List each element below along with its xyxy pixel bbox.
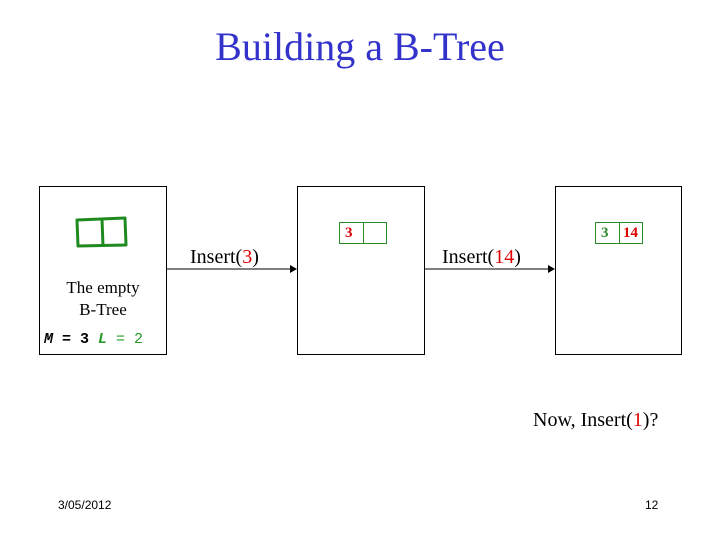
panel-empty-btree: The empty B-Tree M = 3 L = 2: [39, 186, 167, 355]
tree-parameters: M = 3 L = 2: [44, 331, 143, 348]
empty-btree-label: The empty B-Tree: [40, 277, 166, 321]
op-suffix: ): [252, 246, 259, 268]
op-suffix: ): [514, 246, 521, 268]
next-question: Now, Insert(1)?: [533, 408, 658, 432]
panel-after-insert-14: 3 14: [555, 186, 682, 355]
panel-after-insert-3: 3: [297, 186, 425, 355]
question-arg: 1: [632, 409, 643, 431]
param-l-value: = 2: [107, 331, 144, 348]
arrow-right-icon: [424, 265, 555, 273]
op-prefix: Insert(: [190, 246, 243, 268]
leaf-node: 3: [339, 222, 387, 244]
key-cell: 3: [601, 225, 609, 241]
question-prefix: Now, Insert(: [533, 409, 633, 431]
op-arg: 14: [494, 246, 515, 268]
slide-title: Building a B-Tree: [215, 24, 505, 69]
arrow-right-icon: [166, 265, 297, 273]
page-number: 12: [645, 498, 659, 512]
param-m-value: = 3: [53, 331, 99, 348]
param-l-name: L: [98, 331, 108, 348]
empty-btree-label-line1: The empty: [66, 278, 140, 297]
key-cell-empty: [363, 223, 386, 243]
op-prefix: Insert(: [442, 246, 495, 268]
insert-14-label: Insert(14): [442, 245, 521, 269]
footer-date: 3/05/2012: [58, 498, 112, 512]
key-cell: 3: [345, 225, 353, 241]
empty-btree-label-line2: B-Tree: [79, 300, 127, 319]
op-arg: 3: [242, 246, 253, 268]
leaf-node: 3 14: [595, 222, 643, 244]
param-m-name: M: [44, 331, 54, 348]
insert-3-label: Insert(3): [190, 245, 259, 269]
key-cell-new: 14: [619, 223, 642, 243]
empty-node-icon: [75, 216, 128, 248]
question-suffix: )?: [642, 409, 659, 431]
